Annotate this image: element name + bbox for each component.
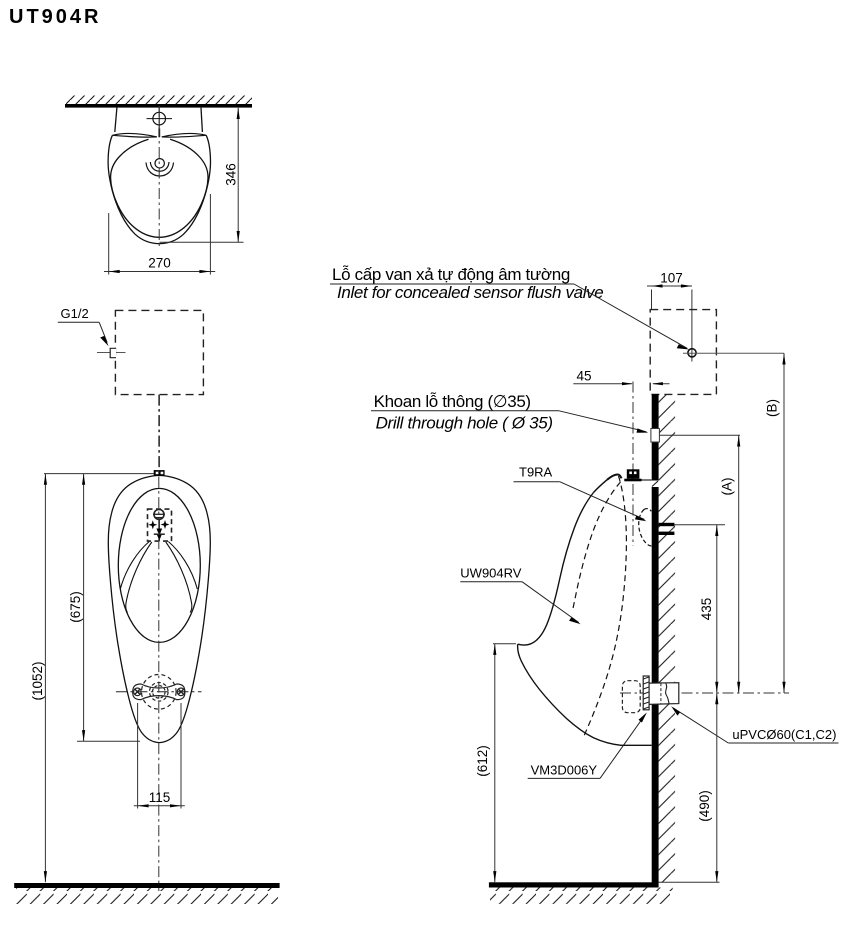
svg-text:435: 435 <box>699 598 714 621</box>
svg-text:VM3D006Y: VM3D006Y <box>531 763 598 778</box>
svg-text:(675): (675) <box>68 591 83 623</box>
svg-text:115: 115 <box>149 790 171 805</box>
svg-text:(A): (A) <box>720 478 735 496</box>
svg-text:Inlet for concealed sensor flu: Inlet for concealed sensor flush valve <box>337 283 603 302</box>
svg-text:270: 270 <box>148 256 171 271</box>
svg-text:Khoan lỗ thông (∅35): Khoan lỗ thông (∅35) <box>374 392 531 411</box>
svg-text:UT904R: UT904R <box>9 6 101 28</box>
svg-text:Drill through hole ( Ø 35): Drill through hole ( Ø 35) <box>376 414 553 433</box>
svg-text:(490): (490) <box>697 790 712 822</box>
svg-text:UW904RV: UW904RV <box>460 566 522 581</box>
svg-text:(612): (612) <box>475 745 490 777</box>
svg-text:45: 45 <box>576 369 591 384</box>
svg-text:107: 107 <box>660 271 683 286</box>
svg-text:Lỗ cấp van xả tự động âm tường: Lỗ cấp van xả tự động âm tường <box>332 265 570 284</box>
svg-text:T9RA: T9RA <box>519 465 553 480</box>
svg-text:uPVCØ60(C1,C2): uPVCØ60(C1,C2) <box>732 727 836 742</box>
svg-text:(1052): (1052) <box>30 661 45 700</box>
svg-text:G1/2: G1/2 <box>61 306 89 321</box>
svg-text:(B): (B) <box>765 399 780 417</box>
svg-text:346: 346 <box>224 163 239 186</box>
